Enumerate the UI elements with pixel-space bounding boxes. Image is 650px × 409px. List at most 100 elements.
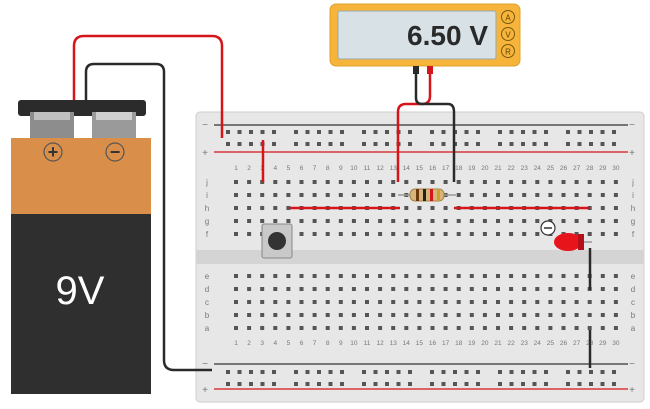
breadboard-hole[interactable]: [373, 382, 378, 386]
breadboard-hole[interactable]: [365, 287, 369, 291]
breadboard-hole[interactable]: [417, 274, 422, 278]
breadboard-hole[interactable]: [417, 219, 422, 223]
breadboard-hole[interactable]: [535, 232, 540, 236]
breadboard-hole[interactable]: [247, 287, 252, 291]
breadboard-hole[interactable]: [351, 274, 356, 278]
breadboard-hole[interactable]: [299, 287, 304, 291]
breadboard-hole[interactable]: [273, 326, 278, 330]
breadboard-hole[interactable]: [312, 326, 317, 330]
breadboard-hole[interactable]: [535, 180, 540, 184]
breadboard-hole[interactable]: [351, 313, 356, 317]
breadboard-hole[interactable]: [299, 232, 304, 236]
breadboard-hole[interactable]: [469, 300, 474, 304]
breadboard-hole[interactable]: [328, 130, 333, 134]
breadboard-hole[interactable]: [548, 326, 553, 330]
breadboard-hole[interactable]: [443, 206, 448, 210]
breadboard-hole[interactable]: [312, 287, 317, 291]
breadboard-hole[interactable]: [299, 193, 304, 197]
breadboard-hole[interactable]: [260, 219, 265, 223]
breadboard-hole[interactable]: [338, 274, 343, 278]
breadboard-hole[interactable]: [260, 274, 265, 278]
breadboard-hole[interactable]: [362, 130, 366, 134]
breadboard-hole[interactable]: [456, 313, 461, 317]
breadboard-hole[interactable]: [456, 287, 461, 291]
breadboard-hole[interactable]: [305, 370, 310, 374]
breadboard-hole[interactable]: [509, 142, 514, 146]
breadboard-hole[interactable]: [365, 219, 369, 223]
breadboard-hole[interactable]: [417, 313, 422, 317]
breadboard-hole[interactable]: [441, 130, 446, 134]
breadboard-hole[interactable]: [561, 300, 566, 304]
breadboard-hole[interactable]: [577, 142, 582, 146]
breadboard-hole[interactable]: [574, 313, 579, 317]
breadboard-hole[interactable]: [532, 370, 537, 374]
breadboard[interactable]: 1122334455667788991010111112121313141415…: [195, 111, 645, 403]
breadboard-hole[interactable]: [456, 180, 461, 184]
breadboard-hole[interactable]: [589, 382, 593, 386]
breadboard-hole[interactable]: [430, 232, 435, 236]
breadboard-hole[interactable]: [600, 232, 605, 236]
breadboard-hole[interactable]: [613, 206, 618, 210]
breadboard-hole[interactable]: [294, 382, 298, 386]
breadboard-hole[interactable]: [443, 300, 448, 304]
breadboard-hole[interactable]: [286, 326, 291, 330]
breadboard-hole[interactable]: [522, 287, 527, 291]
breadboard-hole[interactable]: [273, 313, 278, 317]
breadboard-hole[interactable]: [338, 180, 343, 184]
breadboard-hole[interactable]: [234, 313, 238, 317]
breadboard-hole[interactable]: [391, 313, 396, 317]
breadboard-hole[interactable]: [378, 232, 383, 236]
breadboard-hole[interactable]: [522, 193, 527, 197]
breadboard-hole[interactable]: [587, 232, 592, 236]
breadboard-hole[interactable]: [561, 287, 566, 291]
breadboard-hole[interactable]: [249, 382, 253, 386]
breadboard-hole[interactable]: [340, 142, 344, 146]
breadboard-hole[interactable]: [247, 180, 252, 184]
breadboard-hole[interactable]: [443, 219, 448, 223]
breadboard-hole[interactable]: [464, 142, 469, 146]
breadboard-hole[interactable]: [286, 219, 291, 223]
breadboard-hole[interactable]: [312, 193, 317, 197]
breadboard-hole[interactable]: [391, 326, 396, 330]
breadboard-hole[interactable]: [325, 326, 330, 330]
breadboard-hole[interactable]: [456, 219, 461, 223]
breadboard-hole[interactable]: [312, 300, 317, 304]
breadboard-hole[interactable]: [535, 274, 540, 278]
multimeter[interactable]: 6.50 V A V R: [329, 3, 521, 74]
breadboard-hole[interactable]: [587, 193, 592, 197]
breadboard-hole[interactable]: [561, 326, 566, 330]
breadboard-hole[interactable]: [453, 370, 457, 374]
breadboard-hole[interactable]: [294, 130, 298, 134]
breadboard-hole[interactable]: [469, 326, 474, 330]
breadboard-hole[interactable]: [340, 130, 344, 134]
breadboard-hole[interactable]: [286, 193, 291, 197]
battery-9v[interactable]: + − 9V: [11, 100, 151, 394]
breadboard-hole[interactable]: [613, 232, 618, 236]
breadboard-hole[interactable]: [476, 130, 480, 134]
breadboard-hole[interactable]: [247, 219, 252, 223]
breadboard-hole[interactable]: [574, 180, 579, 184]
breadboard-hole[interactable]: [396, 370, 401, 374]
breadboard-hole[interactable]: [521, 382, 525, 386]
breadboard-hole[interactable]: [396, 382, 401, 386]
breadboard-hole[interactable]: [509, 219, 514, 223]
breadboard-hole[interactable]: [408, 130, 412, 134]
breadboard-hole[interactable]: [338, 300, 343, 304]
breadboard-hole[interactable]: [482, 326, 487, 330]
breadboard-hole[interactable]: [226, 130, 230, 134]
breadboard-hole[interactable]: [476, 382, 480, 386]
breadboard-hole[interactable]: [613, 313, 618, 317]
breadboard-hole[interactable]: [273, 219, 278, 223]
breadboard-hole[interactable]: [237, 142, 242, 146]
breadboard-hole[interactable]: [509, 313, 514, 317]
breadboard-hole[interactable]: [404, 313, 409, 317]
breadboard-hole[interactable]: [430, 382, 434, 386]
breadboard-hole[interactable]: [260, 287, 265, 291]
breadboard-hole[interactable]: [456, 193, 461, 197]
breadboard-hole[interactable]: [260, 206, 265, 210]
breadboard-hole[interactable]: [299, 313, 304, 317]
breadboard-hole[interactable]: [404, 219, 409, 223]
breadboard-hole[interactable]: [577, 382, 582, 386]
breadboard-hole[interactable]: [443, 287, 448, 291]
breadboard-hole[interactable]: [574, 232, 579, 236]
